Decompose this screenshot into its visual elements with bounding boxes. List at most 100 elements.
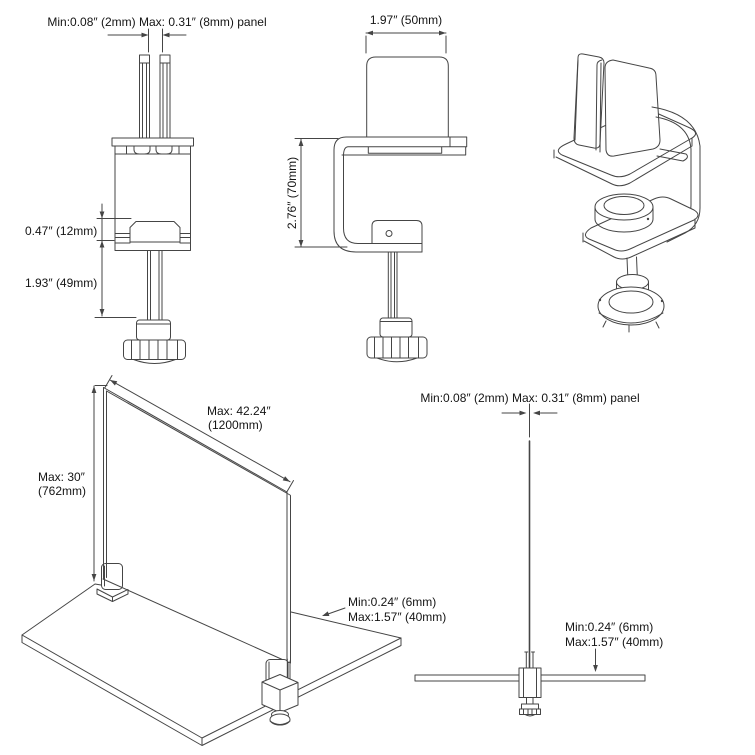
scene-panel-height-label-line1: Max: 30″	[38, 470, 86, 484]
iso-clamp-pad-side	[594, 206, 654, 233]
callout-desk-thickness: Min:0.24″ (6mm) Max:1.57″ (40mm)	[322, 595, 446, 624]
iso-bottom-arm-thickness	[582, 218, 696, 260]
desk-panel-scene: Max: 30″ (762mm) Max: 42.24″ (1200mm) Mi…	[21, 375, 446, 746]
arrowhead-upleft	[110, 380, 118, 386]
dimension-jaw-and-travel: 0.47″ (12mm) 1.93″ (49mm)	[25, 203, 137, 318]
arrowhead-down	[99, 309, 105, 316]
scene-desk-thickness-label-line2: Max:1.57″ (40mm)	[348, 610, 446, 624]
arrowhead-down	[91, 574, 97, 581]
scene-panel-height-label-line2: (762mm)	[38, 484, 86, 498]
scene-front-clamp-knob	[269, 713, 291, 726]
dimension-panel-length: Max: 42.24″ (1200mm)	[104, 375, 294, 493]
pointer-line	[327, 607, 346, 615]
side-jaw-hole	[385, 230, 393, 237]
iso-star-knob-rim	[598, 312, 664, 333]
front-guide-channels	[126, 145, 180, 155]
scene-panel-length-label-line2: (1200mm)	[208, 418, 263, 432]
iso-grip-plate-front	[604, 59, 661, 157]
arrowhead-downright	[282, 476, 290, 482]
clamp-side-view: 1.97″ (50mm) 2.76″ (70mm)	[285, 13, 468, 363]
dimension-lines	[94, 203, 137, 318]
arrowhead-left	[322, 611, 330, 616]
arrowhead-down	[593, 665, 598, 672]
edge-desk-thickness-label-line2: Max:1.57″ (40mm)	[565, 635, 663, 649]
side-grip-block	[366, 56, 449, 138]
edge-knob-stem	[526, 697, 534, 705]
arrowhead-right	[439, 30, 446, 36]
side-c-frame	[333, 149, 423, 253]
dimension-lines	[107, 28, 187, 53]
clamp-isometric-view	[553, 53, 701, 333]
side-width-label: 1.97″ (50mm)	[370, 13, 442, 27]
scene-panel-length-label-line1: Max: 42.24″	[207, 404, 271, 418]
iso-clamp-pad	[594, 193, 654, 221]
front-screw-rod	[147, 250, 163, 321]
front-top-cap	[111, 137, 194, 147]
side-knob-knurl	[366, 336, 428, 359]
iso-grip-plate-back-edge	[574, 59, 579, 141]
edge-clamp-body-lines	[523, 667, 537, 698]
scene-desk-thickness	[21, 634, 402, 746]
dimension-panel-height: Max: 30″ (762mm)	[38, 385, 108, 582]
dimension-lines	[104, 375, 294, 493]
iso-pad-set-dot	[646, 217, 650, 221]
side-height-label: 2.76″ (70mm)	[285, 157, 299, 229]
edge-knob-knurl-ticks	[523, 708, 537, 717]
front-jaw-height-label: 0.47″ (12mm)	[25, 224, 97, 238]
iso-star-knob	[597, 286, 665, 326]
edge-knob-knurl	[519, 708, 541, 715]
iso-platform-thickness	[553, 137, 693, 187]
iso-grip-plate-back	[573, 53, 605, 149]
arrowhead-up	[91, 386, 97, 393]
dimension-lines	[93, 385, 108, 582]
front-prong-right	[159, 54, 171, 139]
iso-grip-plate-front-edge	[595, 59, 603, 153]
dimension-panel-gap: Min:0.08″ (2mm) Max: 0.31″ (8mm) panel	[47, 15, 267, 53]
edge-desk-bar	[414, 674, 646, 682]
front-clamp-body	[114, 153, 191, 251]
scene-desk-thickness-label-line1: Min:0.24″ (6mm)	[348, 595, 436, 609]
side-knob-hub	[379, 317, 413, 338]
dimension-height: 2.76″ (70mm)	[285, 138, 348, 248]
side-top-arm	[333, 136, 468, 157]
edge-clamp-body	[518, 667, 542, 698]
clamp-front-view: Min:0.08″ (2mm) Max: 0.31″ (8mm) panel 0…	[25, 15, 267, 364]
callout-desk-thickness-edge: Min:0.24″ (6mm) Max:1.57″ (40mm)	[565, 620, 663, 672]
side-jaw-block	[371, 220, 423, 253]
arrowhead-right	[141, 32, 149, 38]
front-guide-band	[114, 145, 191, 155]
edge-knob-flange	[521, 703, 539, 710]
iso-clamp-pad-inner	[603, 196, 645, 215]
front-panel-gap-label: Min:0.08″ (2mm) Max: 0.31″ (8mm) panel	[47, 15, 266, 29]
dimension-panel-thickness: Min:0.08″ (2mm) Max: 0.31″ (8mm) panel	[420, 391, 640, 416]
arrowhead-down	[99, 211, 105, 219]
scene-panel	[102, 387, 291, 664]
front-screw-travel-label: 1.93″ (49mm)	[25, 276, 97, 290]
front-knob-knurl	[123, 339, 186, 360]
scene-front-clamp-body	[261, 674, 299, 713]
scene-front-clamp-knob-rim	[269, 720, 291, 725]
iso-star-knob-inner	[608, 290, 654, 314]
front-prong-left	[139, 54, 150, 139]
scene-desk-top	[21, 583, 402, 739]
edge-panel-thickness-label: Min:0.08″ (2mm) Max: 0.31″ (8mm) panel	[420, 391, 639, 405]
front-jaw-block	[129, 221, 181, 243]
front-knob-knurl-ticks	[131, 339, 178, 364]
iso-panel-slot	[656, 148, 688, 162]
dimension-lines	[294, 138, 348, 248]
side-knob-knurl-ticks	[374, 336, 419, 363]
arrowhead-right	[519, 410, 527, 416]
arrowhead-left	[162, 32, 170, 38]
panel-edge-view: Min:0.08″ (2mm) Max: 0.31″ (8mm) panel M…	[414, 391, 663, 717]
dimension-lines	[365, 32, 447, 54]
arrowhead-up	[99, 240, 105, 248]
scene-back-clamp-foot	[96, 565, 129, 602]
iso-knob-dot-right	[660, 299, 664, 303]
side-screw-rod	[387, 251, 398, 319]
iso-bottom-arm	[585, 196, 699, 252]
front-knob-hub	[136, 319, 171, 341]
arrowhead-left	[366, 30, 373, 36]
arrowhead-down	[298, 240, 304, 247]
arrowhead-left	[533, 410, 540, 416]
